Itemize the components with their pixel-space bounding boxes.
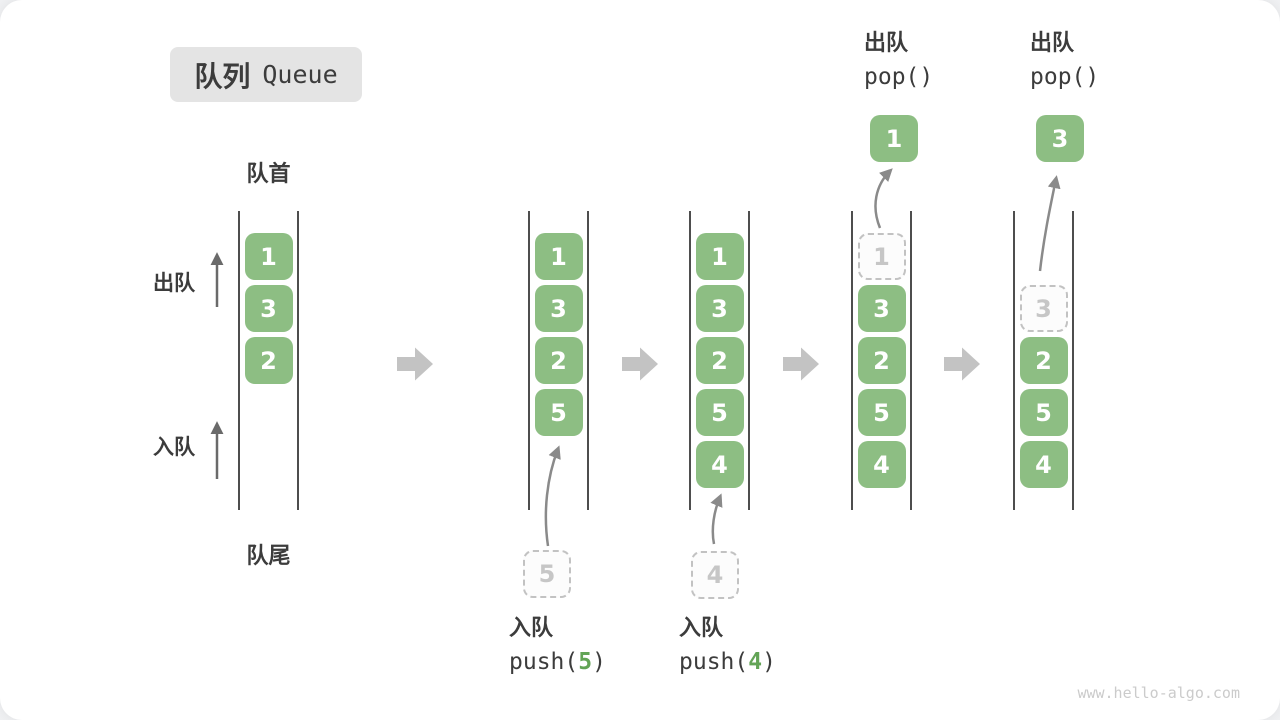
step-arrow-icon [783, 347, 819, 381]
queue-item-solid: 1 [534, 233, 583, 280]
step-arrow-icon [622, 347, 658, 381]
queue-item-solid: 5 [857, 389, 906, 436]
label-dequeue: 出队 [153, 272, 195, 295]
queue-item-solid: 5 [534, 389, 583, 436]
pop-1-label: 出队 pop() [864, 32, 933, 89]
step-arrow-icon [944, 347, 980, 381]
label-enqueue: 入队 [153, 436, 195, 459]
pop-3-label-zh: 出队 [1030, 30, 1075, 55]
queue-item-solid: 2 [534, 337, 583, 384]
push-5-label-zh: 入队 [509, 615, 554, 640]
incoming-value-box: 4 [691, 551, 739, 599]
queue-state-after-pop-1: 1 3 2 5 4 [851, 211, 912, 510]
push-4-label: 入队 push(4) [679, 617, 776, 674]
incoming-value-box: 5 [523, 550, 571, 598]
queue-item-solid: 4 [695, 441, 744, 488]
queue-item-dashed: 1 [857, 233, 906, 280]
pop-1-label-zh: 出队 [864, 30, 909, 55]
title-en: Queue [262, 60, 338, 89]
queue-item-dashed: 3 [1019, 285, 1068, 332]
popped-value-box: 3 [1036, 115, 1084, 162]
code-suf: ) [762, 649, 776, 675]
queue-item-solid: 2 [244, 337, 293, 384]
queue-item-solid: 2 [857, 337, 906, 384]
push-5-label: 入队 push(5) [509, 617, 606, 674]
queue-state-initial: 1 3 2 [238, 211, 299, 510]
pop-3-label-code: pop() [1030, 64, 1100, 90]
code-pre: push( [509, 649, 579, 675]
code-arg: 4 [748, 649, 763, 675]
queue-state-after-pop-3: 3 2 5 4 [1013, 211, 1074, 510]
label-queue-front: 队首 [246, 161, 291, 186]
queue-item-solid: 4 [1019, 441, 1068, 488]
queue-item-solid: 1 [244, 233, 293, 280]
queue-item-solid: 3 [857, 285, 906, 332]
queue-item-solid: 5 [695, 389, 744, 436]
title-chip: 队列 Queue [170, 47, 362, 102]
queue-state-after-push-4: 1 3 2 5 4 [689, 211, 750, 510]
queue-item-solid: 2 [1019, 337, 1068, 384]
queue-item-solid: 3 [244, 285, 293, 332]
queue-item-solid: 1 [695, 233, 744, 280]
title-zh: 队列 [194, 60, 251, 92]
code-suf: ) [592, 649, 606, 675]
push-4-label-zh: 入队 [679, 615, 724, 640]
queue-item-solid: 3 [534, 285, 583, 332]
label-queue-rear: 队尾 [246, 543, 291, 568]
pop-3-label: 出队 pop() [1030, 32, 1099, 89]
code-arg: 5 [578, 649, 593, 675]
popped-value-box: 1 [870, 115, 918, 162]
queue-item-solid: 4 [857, 441, 906, 488]
push-5-label-code: push(5) [509, 651, 606, 674]
code-pre: push( [679, 649, 749, 675]
queue-item-solid: 2 [695, 337, 744, 384]
push-4-label-code: push(4) [679, 651, 776, 674]
step-arrow-icon [397, 347, 433, 381]
pop-1-label-code: pop() [864, 64, 934, 90]
queue-item-solid: 3 [695, 285, 744, 332]
queue-state-after-push-5: 1 3 2 5 [528, 211, 589, 510]
watermark: www.hello-algo.com [1077, 684, 1240, 702]
queue-item-solid: 5 [1019, 389, 1068, 436]
